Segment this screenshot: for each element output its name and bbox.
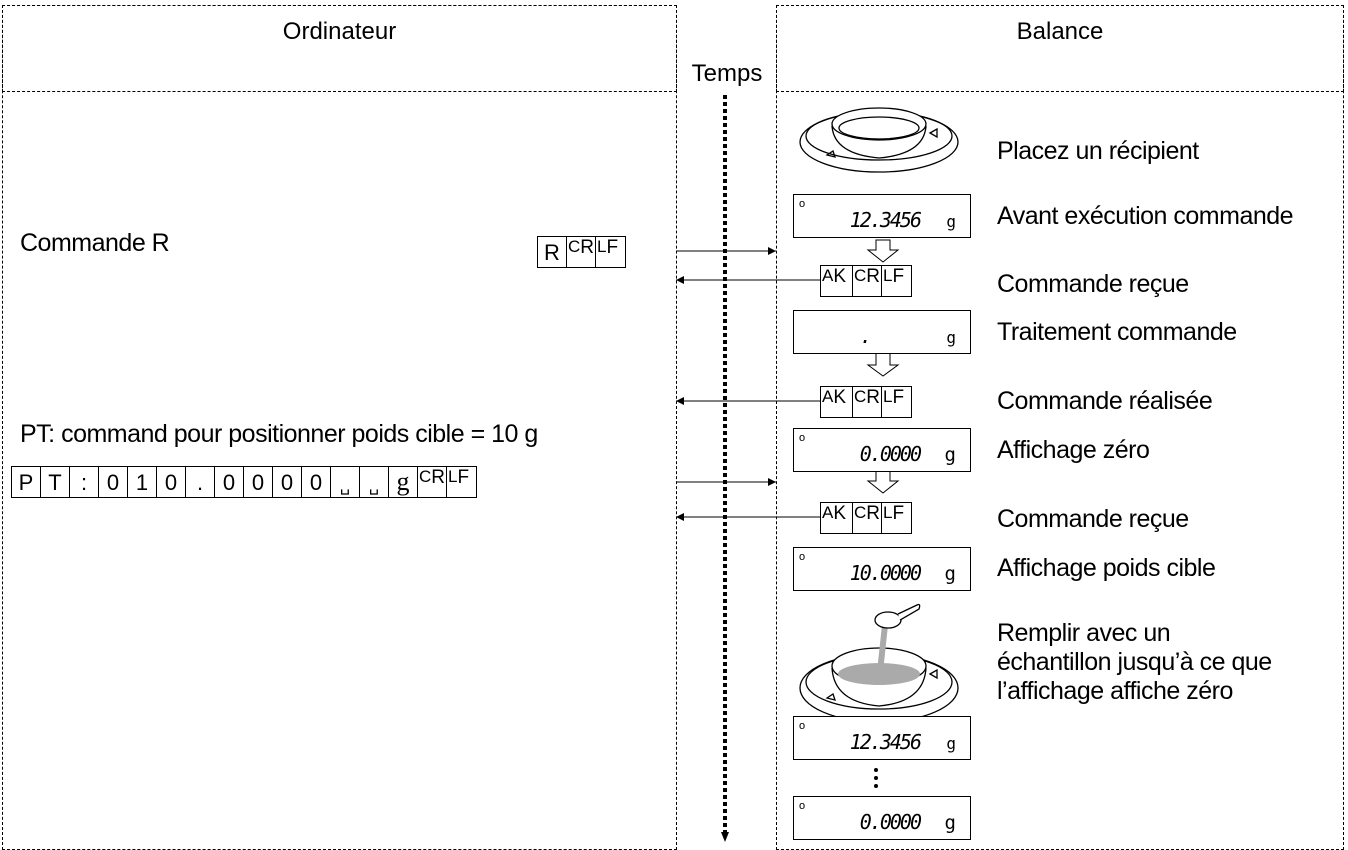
frame-char: :	[70, 467, 99, 497]
frame-char: R	[538, 237, 567, 267]
display-unit: g	[945, 812, 956, 834]
stable-indicator: o	[799, 432, 805, 444]
stable-indicator: o	[799, 551, 805, 563]
balance-display: o 10.0000 g	[793, 547, 971, 591]
ellipsis-dots	[874, 768, 878, 788]
balance-display: o 0.0000 g	[793, 796, 971, 840]
frame-char: 0	[302, 467, 331, 497]
frame-char: 0	[244, 467, 273, 497]
weighing-pan-icon	[800, 108, 958, 172]
display-value: 10.0000	[850, 561, 920, 585]
balance-display: o 12.3456 g	[793, 194, 971, 238]
stable-indicator: o	[799, 720, 805, 732]
balance-display: . g	[793, 310, 971, 354]
frame-space: ␣	[360, 467, 389, 497]
sample-pan-icon	[800, 625, 958, 722]
display-value: 0.0000	[860, 442, 920, 466]
step-processing: Traitement commande	[997, 318, 1237, 347]
balance-display: o 0.0000 g	[793, 428, 971, 472]
command-r-label: Commande R	[20, 229, 169, 258]
step-before: Avant exécution commande	[997, 202, 1293, 231]
display-unit: g	[946, 212, 956, 231]
stable-indicator: o	[799, 198, 805, 210]
step-zero: Affichage zéro	[997, 436, 1149, 465]
step-done: Commande réalisée	[997, 387, 1212, 416]
step-fill-line2: échantillon jusqu’à ce que	[997, 648, 1272, 677]
balance-display: o 12.3456 g	[793, 716, 971, 760]
frame-char: 0	[273, 467, 302, 497]
frame-space: ␣	[331, 467, 360, 497]
step-fill-line3: l’affichage affiche zéro	[997, 677, 1233, 706]
display-value: .	[860, 324, 870, 348]
timeline-arrowhead	[721, 832, 729, 842]
sample-spoon-icon	[875, 605, 920, 629]
display-unit: g	[945, 444, 956, 466]
frame-char: T	[41, 467, 70, 497]
display-unit: g	[946, 734, 956, 753]
frame-char: 0	[215, 467, 244, 497]
frame-char: 0	[157, 467, 186, 497]
step-place: Placez un récipient	[997, 137, 1199, 166]
display-unit: g	[946, 328, 956, 347]
step-received-2: Commande reçue	[997, 505, 1189, 534]
step-fill-line1: Remplir avec un	[997, 619, 1170, 648]
display-value: 0.0000	[860, 810, 920, 834]
step-target: Affichage poids cible	[997, 554, 1215, 583]
frame-char: g	[389, 467, 418, 497]
step-received-1: Commande reçue	[997, 270, 1189, 299]
display-value: 12.3456	[850, 730, 920, 754]
frame-char: 1	[128, 467, 157, 497]
command-pt-label: PT: command pour positionner poids cible…	[20, 420, 538, 449]
stable-indicator: o	[799, 800, 805, 812]
display-unit: g	[945, 563, 956, 585]
frame-char: P	[12, 467, 41, 497]
frame-char: 0	[99, 467, 128, 497]
display-value: 12.3456	[850, 208, 920, 232]
frame-char: .	[186, 467, 215, 497]
